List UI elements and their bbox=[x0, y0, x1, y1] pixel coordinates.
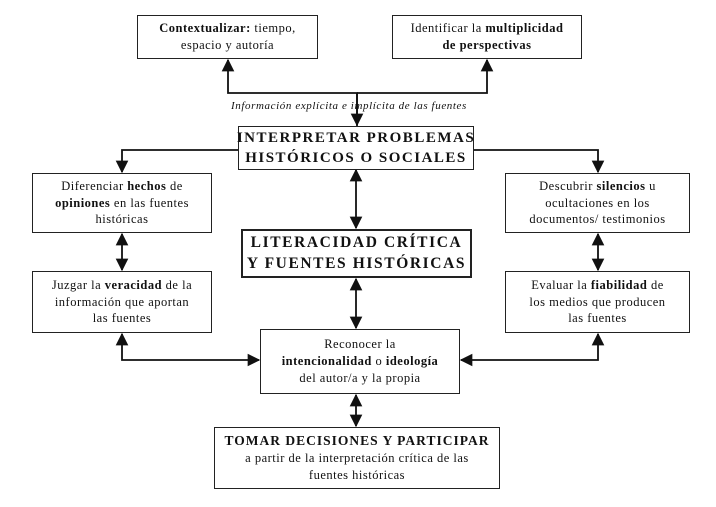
connector-top-left bbox=[221, 58, 358, 126]
box-juzgar: Juzgar la veracidad de la información qu… bbox=[32, 271, 212, 333]
box-diferenciar: Diferenciar hechos de opiniones en las f… bbox=[32, 173, 212, 233]
connector-caption: Información explícita e implícita de las… bbox=[231, 100, 467, 112]
connector-to-descubrir bbox=[474, 149, 605, 174]
box-descubrir: Descubrir silencios u ocultaciones en lo… bbox=[505, 173, 690, 233]
connector-juzgar-reconocer bbox=[115, 332, 261, 367]
connector-to-diferenciar bbox=[115, 149, 238, 174]
box-evaluar: Evaluar la fiabilidad de los medios que … bbox=[505, 271, 690, 333]
box-reconocer: Reconocer la intencionalidad o ideología… bbox=[260, 329, 460, 394]
box-literacidad: LITERACIDAD CRÍTICA Y FUENTES HISTÓRICAS bbox=[241, 229, 472, 278]
connector-top-right bbox=[357, 58, 494, 94]
box-contextualizar: Contextualizar: tiempo, espacio y autorí… bbox=[137, 15, 318, 59]
box-tomar: TOMAR DECISIONES Y PARTICIPAR a partir d… bbox=[214, 427, 500, 489]
box-identificar: Identificar la multiplicidad de perspect… bbox=[392, 15, 582, 59]
box-interpretar: INTERPRETAR PROBLEMAS HISTÓRICOS O SOCIA… bbox=[237, 126, 474, 170]
connector-evaluar-reconocer bbox=[459, 332, 605, 367]
